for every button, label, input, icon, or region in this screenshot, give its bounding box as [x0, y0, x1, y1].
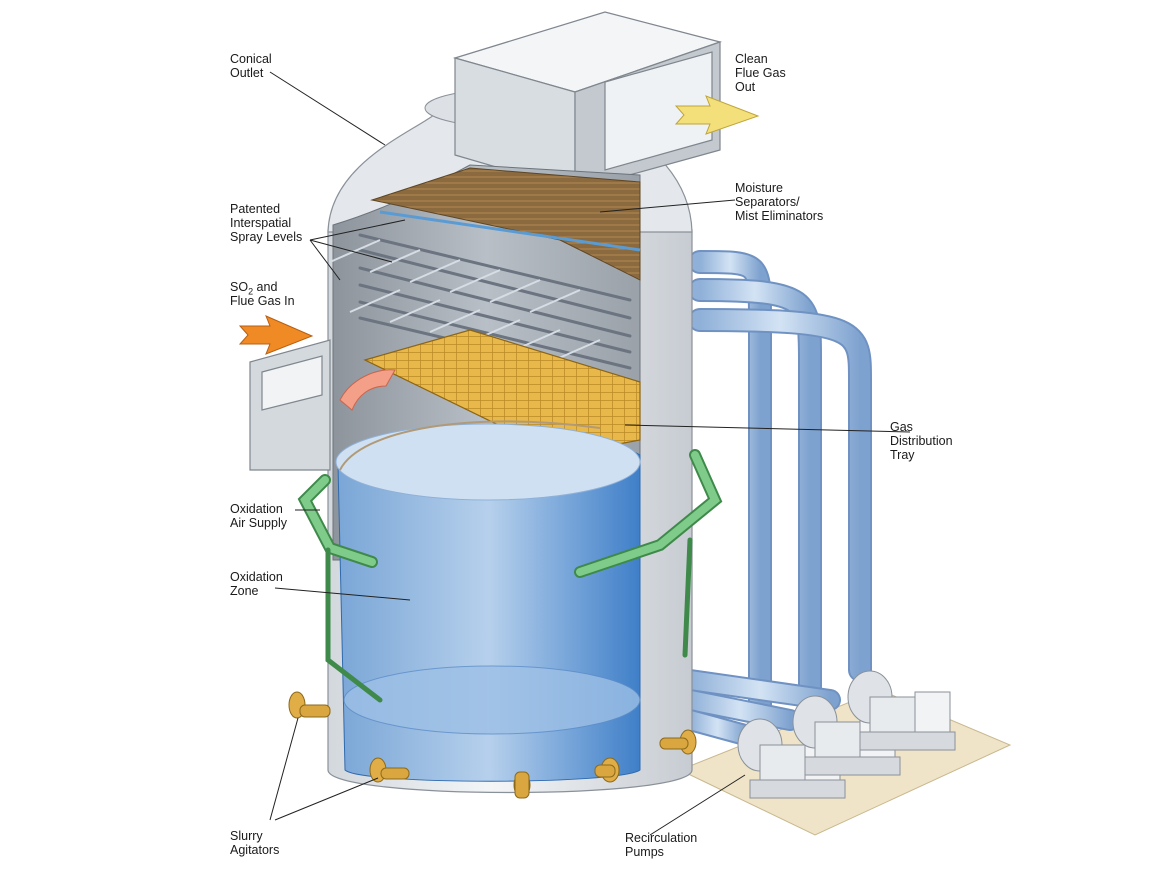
handrail: [339, 420, 601, 471]
label-oxidation-air-supply: Oxidation Air Supply: [230, 502, 287, 530]
label-clean-flue-gas-out: Clean Flue Gas Out: [735, 52, 786, 94]
slurry-agitator-3: [513, 771, 531, 799]
oxidation-air-supply-pipes: [297, 449, 723, 703]
label-moisture-separators: Moisture Separators/ Mist Eliminators: [735, 181, 824, 223]
slurry-agitator-1: [288, 691, 331, 719]
label-gas-distribution-tray: Gas Distribution Tray: [890, 420, 953, 462]
slurry-agitator-2: [369, 757, 410, 783]
slurry-agitator-group: [288, 691, 697, 799]
label-recirculation-pumps: Recirculation Pumps: [625, 831, 698, 859]
inlet-flow-arc: [339, 369, 396, 411]
outlet-duct: [452, 11, 723, 191]
slurry-agitator-4: [594, 757, 620, 783]
mist-eliminator-header: [379, 210, 641, 252]
leader-lines: [269, 71, 911, 836]
pump-3: [847, 670, 956, 751]
recirculation-pipes: [679, 250, 872, 746]
slurry-surface: [335, 423, 641, 501]
so2-inlet-arrow: [238, 315, 314, 355]
clean-gas-outlet-arrow: [674, 95, 760, 135]
inlet-duct: [249, 339, 331, 471]
label-spray-levels: Patented Interspatial Spray Levels: [230, 202, 303, 244]
tank-floor: [343, 665, 641, 735]
slurry-agitator-5: [659, 729, 697, 755]
label-slurry-agitators: Slurry Agitators: [230, 829, 280, 857]
label-so2-flue-gas-in: SO2 and Flue Gas In: [230, 280, 295, 308]
spray-laterals: [329, 239, 601, 363]
label-conical-outlet: Conical Outlet: [230, 52, 272, 80]
label-oxidation-zone: Oxidation Zone: [230, 570, 283, 598]
recirculation-pump-group: [737, 670, 956, 799]
